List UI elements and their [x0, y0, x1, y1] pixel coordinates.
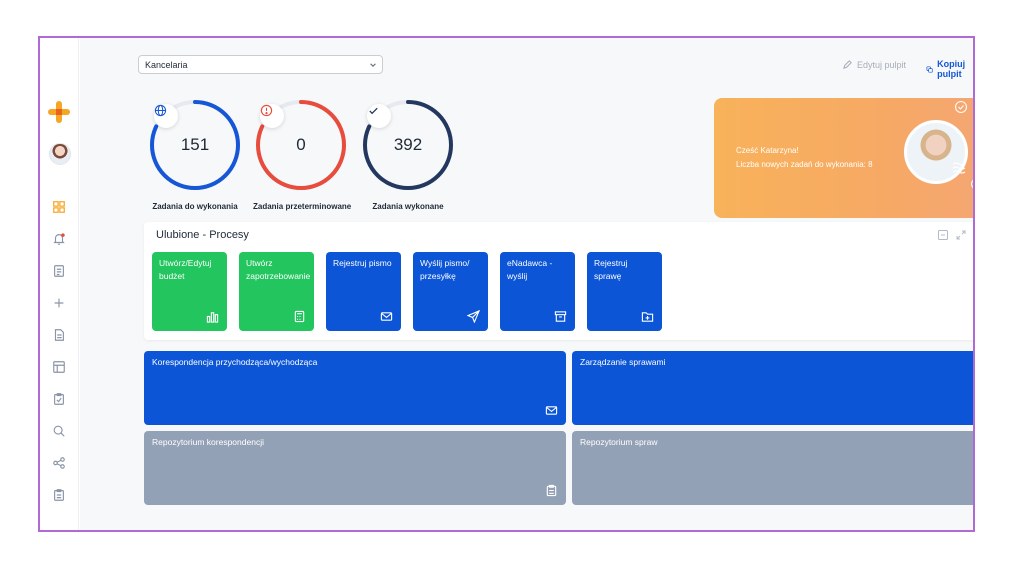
check-icon [367, 104, 391, 128]
tile-label: eNadawca - wyślij [507, 258, 553, 281]
plus-icon[interactable] [48, 292, 70, 314]
layout-icon[interactable] [48, 356, 70, 378]
folder-icon [973, 404, 975, 417]
dashboard-icon[interactable] [48, 196, 70, 218]
copy-dashboard-button[interactable]: Kopiuj pulpit [926, 59, 973, 79]
kpi-tasks-done[interactable]: 392 Zadania wykonane [360, 98, 456, 211]
tile-label: Rejestruj sprawę [594, 258, 628, 281]
tile-register-case[interactable]: Rejestruj sprawę [587, 252, 662, 331]
clipboard-icon[interactable] [48, 484, 70, 506]
document-list-icon[interactable] [48, 260, 70, 282]
main-content: Kancelaria Edytuj pulpit Kopiuj pulpit 1… [80, 38, 973, 530]
section-label: Repozytorium korespondencji [152, 437, 264, 447]
copy-dashboard-label: Kopiuj pulpit [937, 59, 966, 79]
tile-label: Utwórz/Edytuj budżet [159, 258, 212, 281]
app-logo-icon[interactable] [47, 100, 71, 124]
tile-register-letter[interactable]: Rejestruj pismo [326, 252, 401, 331]
document-icon[interactable] [48, 324, 70, 346]
mail-icon [545, 406, 558, 415]
refresh-icon[interactable] [974, 230, 975, 240]
coin-icon [970, 179, 973, 189]
section-label: Korespondencja przychodząca/wychodząca [152, 357, 318, 367]
greeting-card: Cześć Katarzyna! Liczba nowych zadań do … [714, 98, 975, 218]
tile-label: Wyślij pismo/ przesyłkę [420, 258, 470, 281]
kpi-value: 0 [296, 135, 306, 154]
check-circle-icon [954, 100, 968, 114]
kpi-tasks-todo[interactable]: 151 Zadania do wykonania [147, 98, 243, 211]
pencil-icon [843, 60, 852, 69]
favorites-title: Ulubione - Procesy [156, 229, 249, 241]
sidebar [40, 38, 79, 530]
greeting-title: Cześć Katarzyna! [736, 146, 799, 155]
calculator-icon [294, 310, 305, 323]
kpi-progress-arc [363, 100, 453, 190]
bar-chart-icon [206, 312, 219, 323]
copy-icon [926, 65, 933, 73]
chevron-down-icon [370, 63, 376, 67]
archive-icon [973, 484, 975, 497]
tile-enadawca-send[interactable]: eNadawca - wyślij [500, 252, 575, 331]
mail-icon [380, 312, 393, 321]
dashboard-selector[interactable]: Kancelaria [138, 55, 383, 74]
kpi-value: 392 [393, 135, 423, 154]
edit-dashboard-label: Edytuj pulpit [857, 59, 907, 70]
archive-icon [554, 311, 567, 322]
share-icon[interactable] [48, 452, 70, 474]
section-case-management[interactable]: Zarządzanie sprawami [572, 351, 975, 425]
kpi-progress-arc [150, 100, 240, 190]
tile-send-letter[interactable]: Wyślij pismo/ przesyłkę [413, 252, 488, 331]
send-icon [467, 310, 480, 323]
kpi-value: 151 [180, 135, 210, 154]
edit-dashboard-button[interactable]: Edytuj pulpit [842, 59, 906, 70]
greeting-task-count: Liczba nowych zadań do wykonania: 8 [736, 160, 873, 169]
user-avatar[interactable] [49, 143, 71, 165]
kpi-tasks-overdue[interactable]: 0 Zadania przeterminowane [253, 98, 352, 211]
minimize-icon[interactable] [938, 230, 948, 240]
section-label: Zarządzanie sprawami [580, 357, 666, 367]
section-label: Repozytorium spraw [580, 437, 658, 447]
waves-icon [952, 162, 966, 174]
tile-create-budget[interactable]: Utwórz/Edytuj budżet [152, 252, 227, 331]
favorites-panel: Ulubione - Procesy Utwórz/Edytuj budżet … [144, 222, 975, 340]
bell-icon[interactable] [48, 228, 70, 250]
user-photo [904, 120, 968, 184]
lightbulb-icon [974, 140, 975, 154]
section-correspondence-repository[interactable]: Repozytorium korespondencji [144, 431, 566, 505]
kpi-label: Zadania wykonane [372, 202, 444, 211]
clipboard-icon [546, 484, 557, 497]
tile-label: Rejestruj pismo [333, 258, 392, 268]
dashboard-selector-value: Kancelaria [145, 60, 188, 70]
section-case-repository[interactable]: Repozytorium spraw [572, 431, 975, 505]
alert-icon [260, 104, 284, 128]
expand-icon[interactable] [956, 230, 966, 240]
kpi-progress-arc [256, 100, 346, 190]
kpi-label: Zadania do wykonania [152, 202, 238, 211]
tile-label: Utwórz zapotrzebowanie [246, 258, 311, 281]
kpi-label: Zadania przeterminowane [253, 202, 352, 211]
tile-create-requisition[interactable]: Utwórz zapotrzebowanie [239, 252, 314, 331]
globe-icon [154, 104, 178, 128]
search-icon[interactable] [48, 420, 70, 442]
folder-plus-icon [641, 312, 654, 322]
task-check-icon[interactable] [48, 388, 70, 410]
section-correspondence[interactable]: Korespondencja przychodząca/wychodząca [144, 351, 566, 425]
app-frame: Kancelaria Edytuj pulpit Kopiuj pulpit 1… [38, 36, 975, 532]
